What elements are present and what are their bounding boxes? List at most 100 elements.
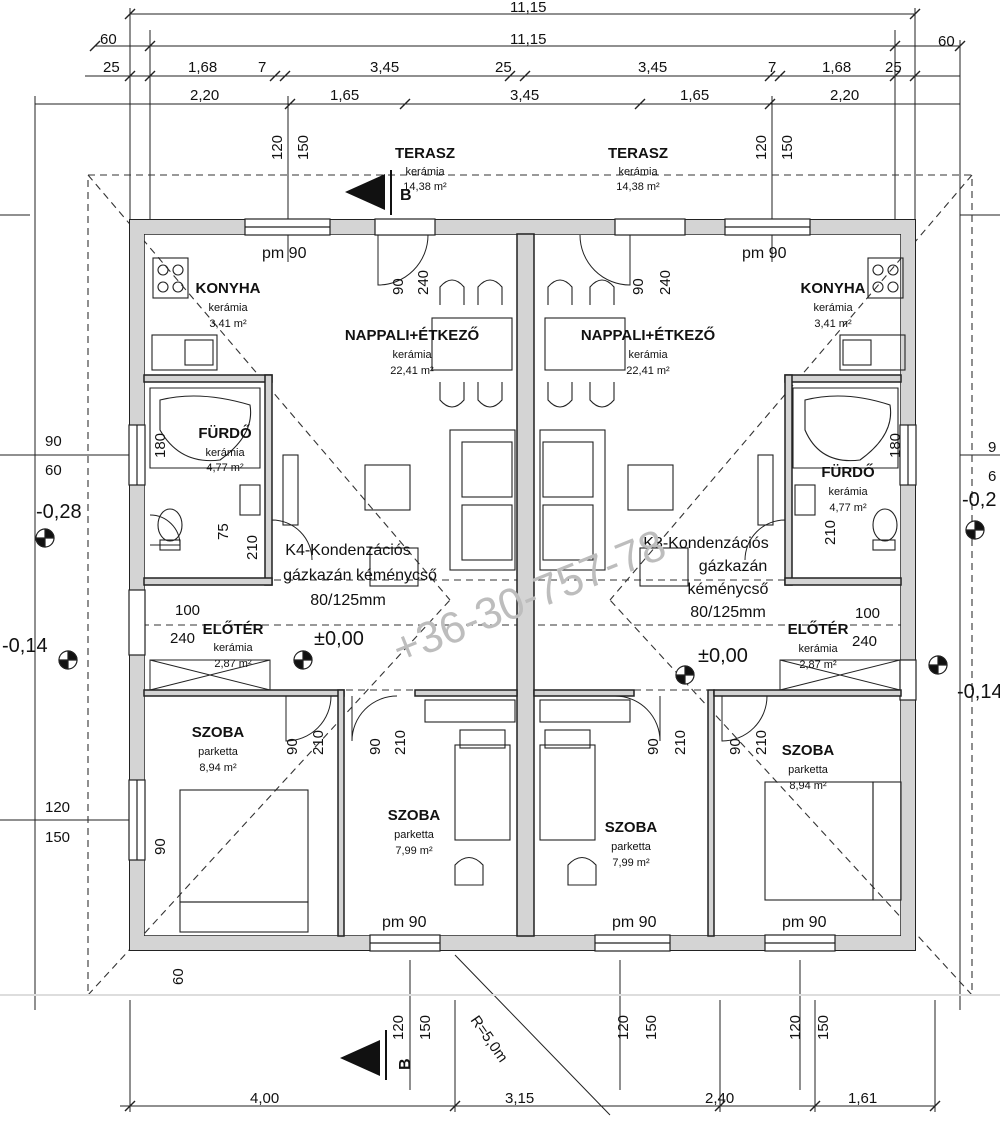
dim-r4-1: 1,65 [330,87,359,104]
dim-left-120: 120 [45,799,70,816]
dim-r4-2: 3,45 [510,87,539,104]
door-210-bath-right: 210 [822,520,839,545]
room-szoba-2: SZOBA parketta 7,99 m² [388,807,441,857]
dim-window-bottom-3-120: 120 [787,1015,804,1040]
svg-text:3,41 m²: 3,41 m² [814,318,852,330]
svg-text:7,99 m²: 7,99 m² [395,845,433,857]
door-90-szoba1: 90 [284,738,301,755]
dim-bottom-left-60: 60 [170,968,187,985]
svg-text:8,94 m²: 8,94 m² [789,780,827,792]
svg-text:kerámia: kerámia [205,447,245,459]
dim-bottom-3: 1,61 [848,1090,877,1107]
door-210-szoba1: 210 [310,730,327,755]
room-konyha-left: KONYHA kerámia 3,41 m² [195,280,260,330]
door-swings [149,234,786,742]
dim-r3-6: 7 [768,59,776,76]
dim-r3-8: 25 [885,59,902,76]
dim-radius: R=5,0m [467,1013,511,1066]
boiler-note-left: K4-Kondenzációs gázkazán kéménycső 80/12… [283,542,437,609]
svg-text:parketta: parketta [198,746,239,758]
pm90-bottom-2: pm 90 [612,914,657,931]
svg-text:ELŐTÉR: ELŐTÉR [788,620,849,638]
room-labels: TERASZ kerámia 14,38 m² TERASZ kerámia 1… [192,145,875,869]
level-marker-zero-right [675,665,695,685]
dim-window-top-left-150: 150 [295,135,312,160]
svg-text:NAPPALI+ÉTKEZŐ: NAPPALI+ÉTKEZŐ [581,326,716,344]
level-text-m02-right: -0,2 [962,489,996,511]
door-210-szoba3: 210 [672,730,689,755]
svg-text:SZOBA: SZOBA [782,742,835,759]
furniture [149,257,906,933]
door-240-terasz-right: 240 [657,270,674,295]
door-180-right: 180 [887,433,904,458]
door-90-szoba3: 90 [645,738,662,755]
dim-r3-5: 3,45 [638,59,667,76]
svg-text:parketta: parketta [611,841,652,853]
door-100-right: 100 [855,605,880,622]
dim-window-bottom-3-150: 150 [815,1015,832,1040]
door-210-szoba2: 210 [392,730,409,755]
pm90-top-right: pm 90 [742,245,787,262]
room-furdo-right: FÜRDŐ kerámia 4,77 m² [821,463,875,514]
door-90-terasz-left: 90 [390,278,407,295]
svg-text:22,41 m²: 22,41 m² [390,365,434,377]
svg-text:kerámia: kerámia [828,486,868,498]
svg-text:3,41 m²: 3,41 m² [209,318,247,330]
room-szoba-1: SZOBA parketta 8,94 m² [192,724,245,774]
svg-text:14,38 m²: 14,38 m² [403,181,447,193]
pm90-labels: pm 90 pm 90 pm 90 pm 90 pm 90 [262,245,827,931]
dim-r4-4: 2,20 [830,87,859,104]
section-letter-bottom: B [397,1058,414,1070]
dim-window-top-right-150: 150 [779,135,796,160]
svg-text:TERASZ: TERASZ [395,145,455,162]
dim-r3-0: 25 [103,59,120,76]
radius-line [454,954,611,1116]
dim-window-top-left-120: 120 [269,135,286,160]
svg-text:kerámia: kerámia [798,643,838,655]
pm90-bottom-3: pm 90 [782,914,827,931]
dim-window-bottom-1-120: 120 [390,1015,407,1040]
level-marker-zero-left [293,650,313,670]
dim-r4-0: 2,20 [190,87,219,104]
svg-text:gázkazán: gázkazán [699,558,768,575]
svg-text:kerámia: kerámia [405,166,445,178]
dim-r3-4: 25 [495,59,512,76]
level-text-zero-right: ±0,00 [698,645,748,667]
section-arrows [340,170,392,1080]
door-dimension-texts: 90 240 90 240 180 180 75 210 210 100 240… [152,270,904,855]
dimension-texts: 11,15 11,15 60 60 25 1,68 7 3,45 25 3,45… [45,0,996,1107]
dim-right-9: 9 [988,439,996,456]
pm90-top-left: pm 90 [262,245,307,262]
dim-window-bottom-2-120: 120 [615,1015,632,1040]
svg-text:K3-Kondenzációs: K3-Kondenzációs [643,535,768,552]
svg-text:NAPPALI+ÉTKEZŐ: NAPPALI+ÉTKEZŐ [345,326,480,344]
svg-text:SZOBA: SZOBA [605,819,658,836]
dim-side-60-left: 60 [100,31,117,48]
level-text-m014-left: -0,14 [2,635,48,657]
pm90-bottom-1: pm 90 [382,914,427,931]
level-marker-m028-left [35,528,55,548]
room-eloter-left: ELŐTÉR kerámia 2,87 m² [203,620,264,670]
door-90-szoba2: 90 [367,738,384,755]
svg-text:SZOBA: SZOBA [388,807,441,824]
svg-text:80/125mm: 80/125mm [690,604,766,621]
room-szoba-3: SZOBA parketta 7,99 m² [605,819,658,869]
room-nappali-right: NAPPALI+ÉTKEZŐ kerámia 22,41 m² [581,326,716,377]
room-terasz-right: TERASZ kerámia 14,38 m² [608,145,668,193]
door-240-right: 240 [852,633,877,650]
svg-text:4,77 m²: 4,77 m² [206,462,244,474]
door-240-left: 240 [170,630,195,647]
svg-text:FÜRDŐ: FÜRDŐ [198,424,252,442]
dim-r3-1: 1,68 [188,59,217,76]
section-letter-top: B [400,187,412,204]
dim-bottom-2: 2,40 [705,1090,734,1107]
door-240-terasz-left: 240 [415,270,432,295]
level-marker-m014-left [58,650,78,670]
dim-left-90: 90 [45,433,62,450]
boiler-note-right: K3-Kondenzációs gázkazán kéménycső 80/12… [643,535,768,621]
exterior-walls [129,219,916,951]
room-terasz-left: TERASZ kerámia 14,38 m² [395,145,455,193]
room-nappali-left: NAPPALI+ÉTKEZŐ kerámia 22,41 m² [345,326,480,377]
room-konyha-right: KONYHA kerámia 3,41 m² [800,280,865,330]
